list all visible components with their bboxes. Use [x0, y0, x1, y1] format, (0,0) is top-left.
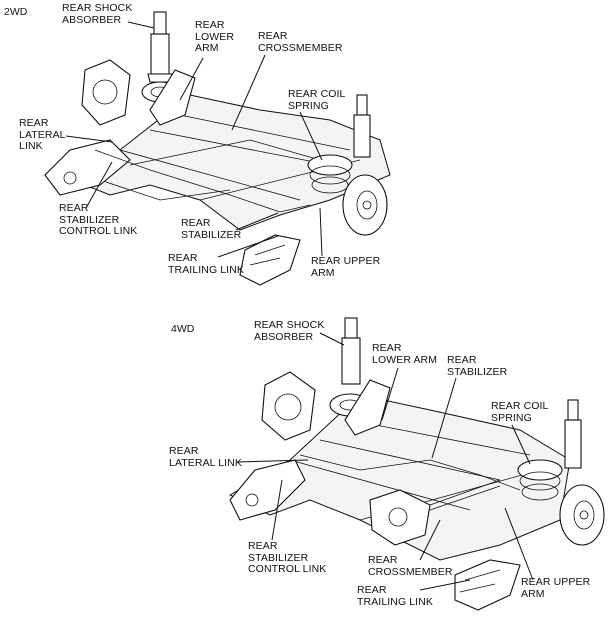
bottom-leader-lines	[236, 332, 534, 591]
label-4wd-rear-upper-arm: REAR UPPER ARM	[521, 576, 591, 600]
label-rear-lower-arm: REAR LOWER ARM	[195, 19, 235, 54]
label-rear-shock-absorber: REAR SHOCK ABSORBER	[62, 2, 133, 26]
label-4wd-rear-stabilizer: REAR STABILIZER	[447, 354, 508, 378]
label-rear-coil-spring: REAR COIL SPRING	[288, 88, 346, 112]
label-rear-lateral-link: REAR LATERAL LINK	[19, 117, 66, 152]
label-rear-stabilizer-control-link: REAR STABILIZER CONTROL LINK	[59, 202, 138, 237]
label-4wd-rear-crossmember: REAR CROSSMEMBER	[368, 554, 453, 578]
label-4wd-rear-lateral-link: REAR LATERAL LINK	[169, 445, 242, 469]
top-leader-lines	[65, 21, 323, 258]
label-4wd-rear-stabilizer-control-link: REAR STABILIZER CONTROL LINK	[248, 540, 327, 575]
label-rear-upper-arm: REAR UPPER ARM	[311, 255, 381, 279]
label-4wd-rear-trailing-link: REAR TRAILING LINK	[357, 584, 433, 608]
label-rear-stabilizer: REAR STABILIZER	[181, 217, 242, 241]
heading-2wd: 2WD	[4, 6, 28, 18]
label-rear-trailing-link: REAR TRAILING LINK	[168, 252, 244, 276]
label-4wd-rear-lower-arm: REAR LOWER ARM	[372, 342, 438, 366]
label-rear-crossmember: REAR CROSSMEMBER	[258, 30, 343, 54]
bottom-assembly-drawing	[228, 317, 605, 611]
label-4wd-rear-shock-absorber: REAR SHOCK ABSORBER	[254, 319, 325, 343]
heading-4wd: 4WD	[171, 323, 195, 335]
label-4wd-rear-coil-spring: REAR COIL SPRING	[491, 400, 549, 424]
